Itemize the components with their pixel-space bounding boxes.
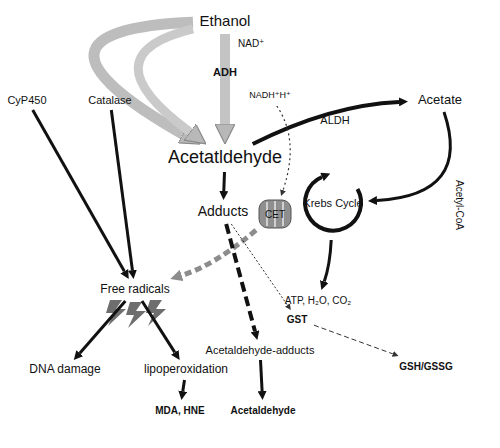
node-text: ATP, H₂O, CO₂: [285, 295, 351, 306]
substrate-label: Ethanol: [195, 10, 255, 32]
ratio-label: GSH/GSSG: [390, 358, 462, 374]
node-text: Acetaldehyde: [230, 405, 295, 416]
node-text: NADH⁺H⁺: [249, 91, 291, 101]
node-text: Acetate: [418, 93, 462, 107]
dashed-arrow: [182, 230, 256, 275]
node-text: Catalase: [88, 94, 131, 106]
effect-label: lipoperoxidation: [140, 362, 232, 378]
edge-label: ADH: [213, 66, 237, 78]
flow-arrow: [377, 112, 450, 201]
node-text: lipoperoxidation: [144, 363, 228, 376]
edge-label: Acetyl-CoA: [454, 180, 465, 230]
enzyme-label: GST: [282, 312, 312, 326]
metabolite-label: Acetatldehyde: [160, 146, 290, 170]
flow-arrow: [183, 380, 185, 391]
node-text: DNA damage: [29, 363, 100, 376]
enzyme-arrow: [220, 34, 230, 124]
node-text: Adducts: [198, 204, 249, 219]
enzyme-label: Catalase: [82, 92, 138, 108]
products-label: ATP, H₂O, CO₂: [268, 292, 368, 308]
enzyme-label: CyP450: [2, 92, 52, 108]
node-text: Acetaldehyde-adducts: [206, 344, 315, 356]
node-text: Acetatldehyde: [168, 148, 282, 168]
marker-label: MDA, HNE: [150, 402, 210, 418]
flow-arrow: [222, 172, 226, 191]
node-text: CET: [265, 209, 285, 220]
flow-arrow: [142, 301, 175, 352]
flow-arrow: [111, 110, 132, 270]
transport-chain: CET: [258, 198, 292, 230]
effect-label: DNA damage: [20, 362, 110, 378]
flow-arrow: [261, 360, 263, 391]
node-text: GST: [287, 314, 308, 325]
flow-arrow: [33, 110, 125, 271]
cofactor-label: NAD⁺: [238, 38, 264, 49]
flow-arrow: [324, 240, 331, 282]
flow-arrow: [80, 301, 126, 353]
cofactor-label: NADH⁺H⁺: [240, 88, 300, 104]
dashed-arrow: [226, 224, 255, 331]
node-text: Free radicals: [100, 283, 169, 296]
pathway-arrow: [138, 29, 193, 132]
dashed-arrow: [314, 325, 393, 354]
node-text: Krebs Cycle: [303, 197, 362, 209]
free-radicals-label: Free radicals: [88, 281, 182, 299]
pathway-arrow: [94, 22, 193, 134]
node-text: MDA, HNE: [155, 405, 204, 416]
node-text: Ethanol: [200, 13, 251, 30]
adducts-label: Acetaldehyde-adducts: [200, 342, 320, 358]
node-text: GSH/GSSG: [399, 361, 452, 372]
adducts-label: Adducts: [190, 202, 256, 222]
flow-arrow: [253, 102, 399, 144]
node-text: CyP450: [7, 94, 46, 106]
product-label: Acetate: [410, 90, 470, 110]
edge-label: ALDH: [320, 114, 349, 126]
metabolite-label: Acetaldehyde: [228, 402, 298, 418]
dotted-arrow: [231, 224, 287, 305]
krebs-cycle: Krebs Cycle: [300, 168, 366, 238]
